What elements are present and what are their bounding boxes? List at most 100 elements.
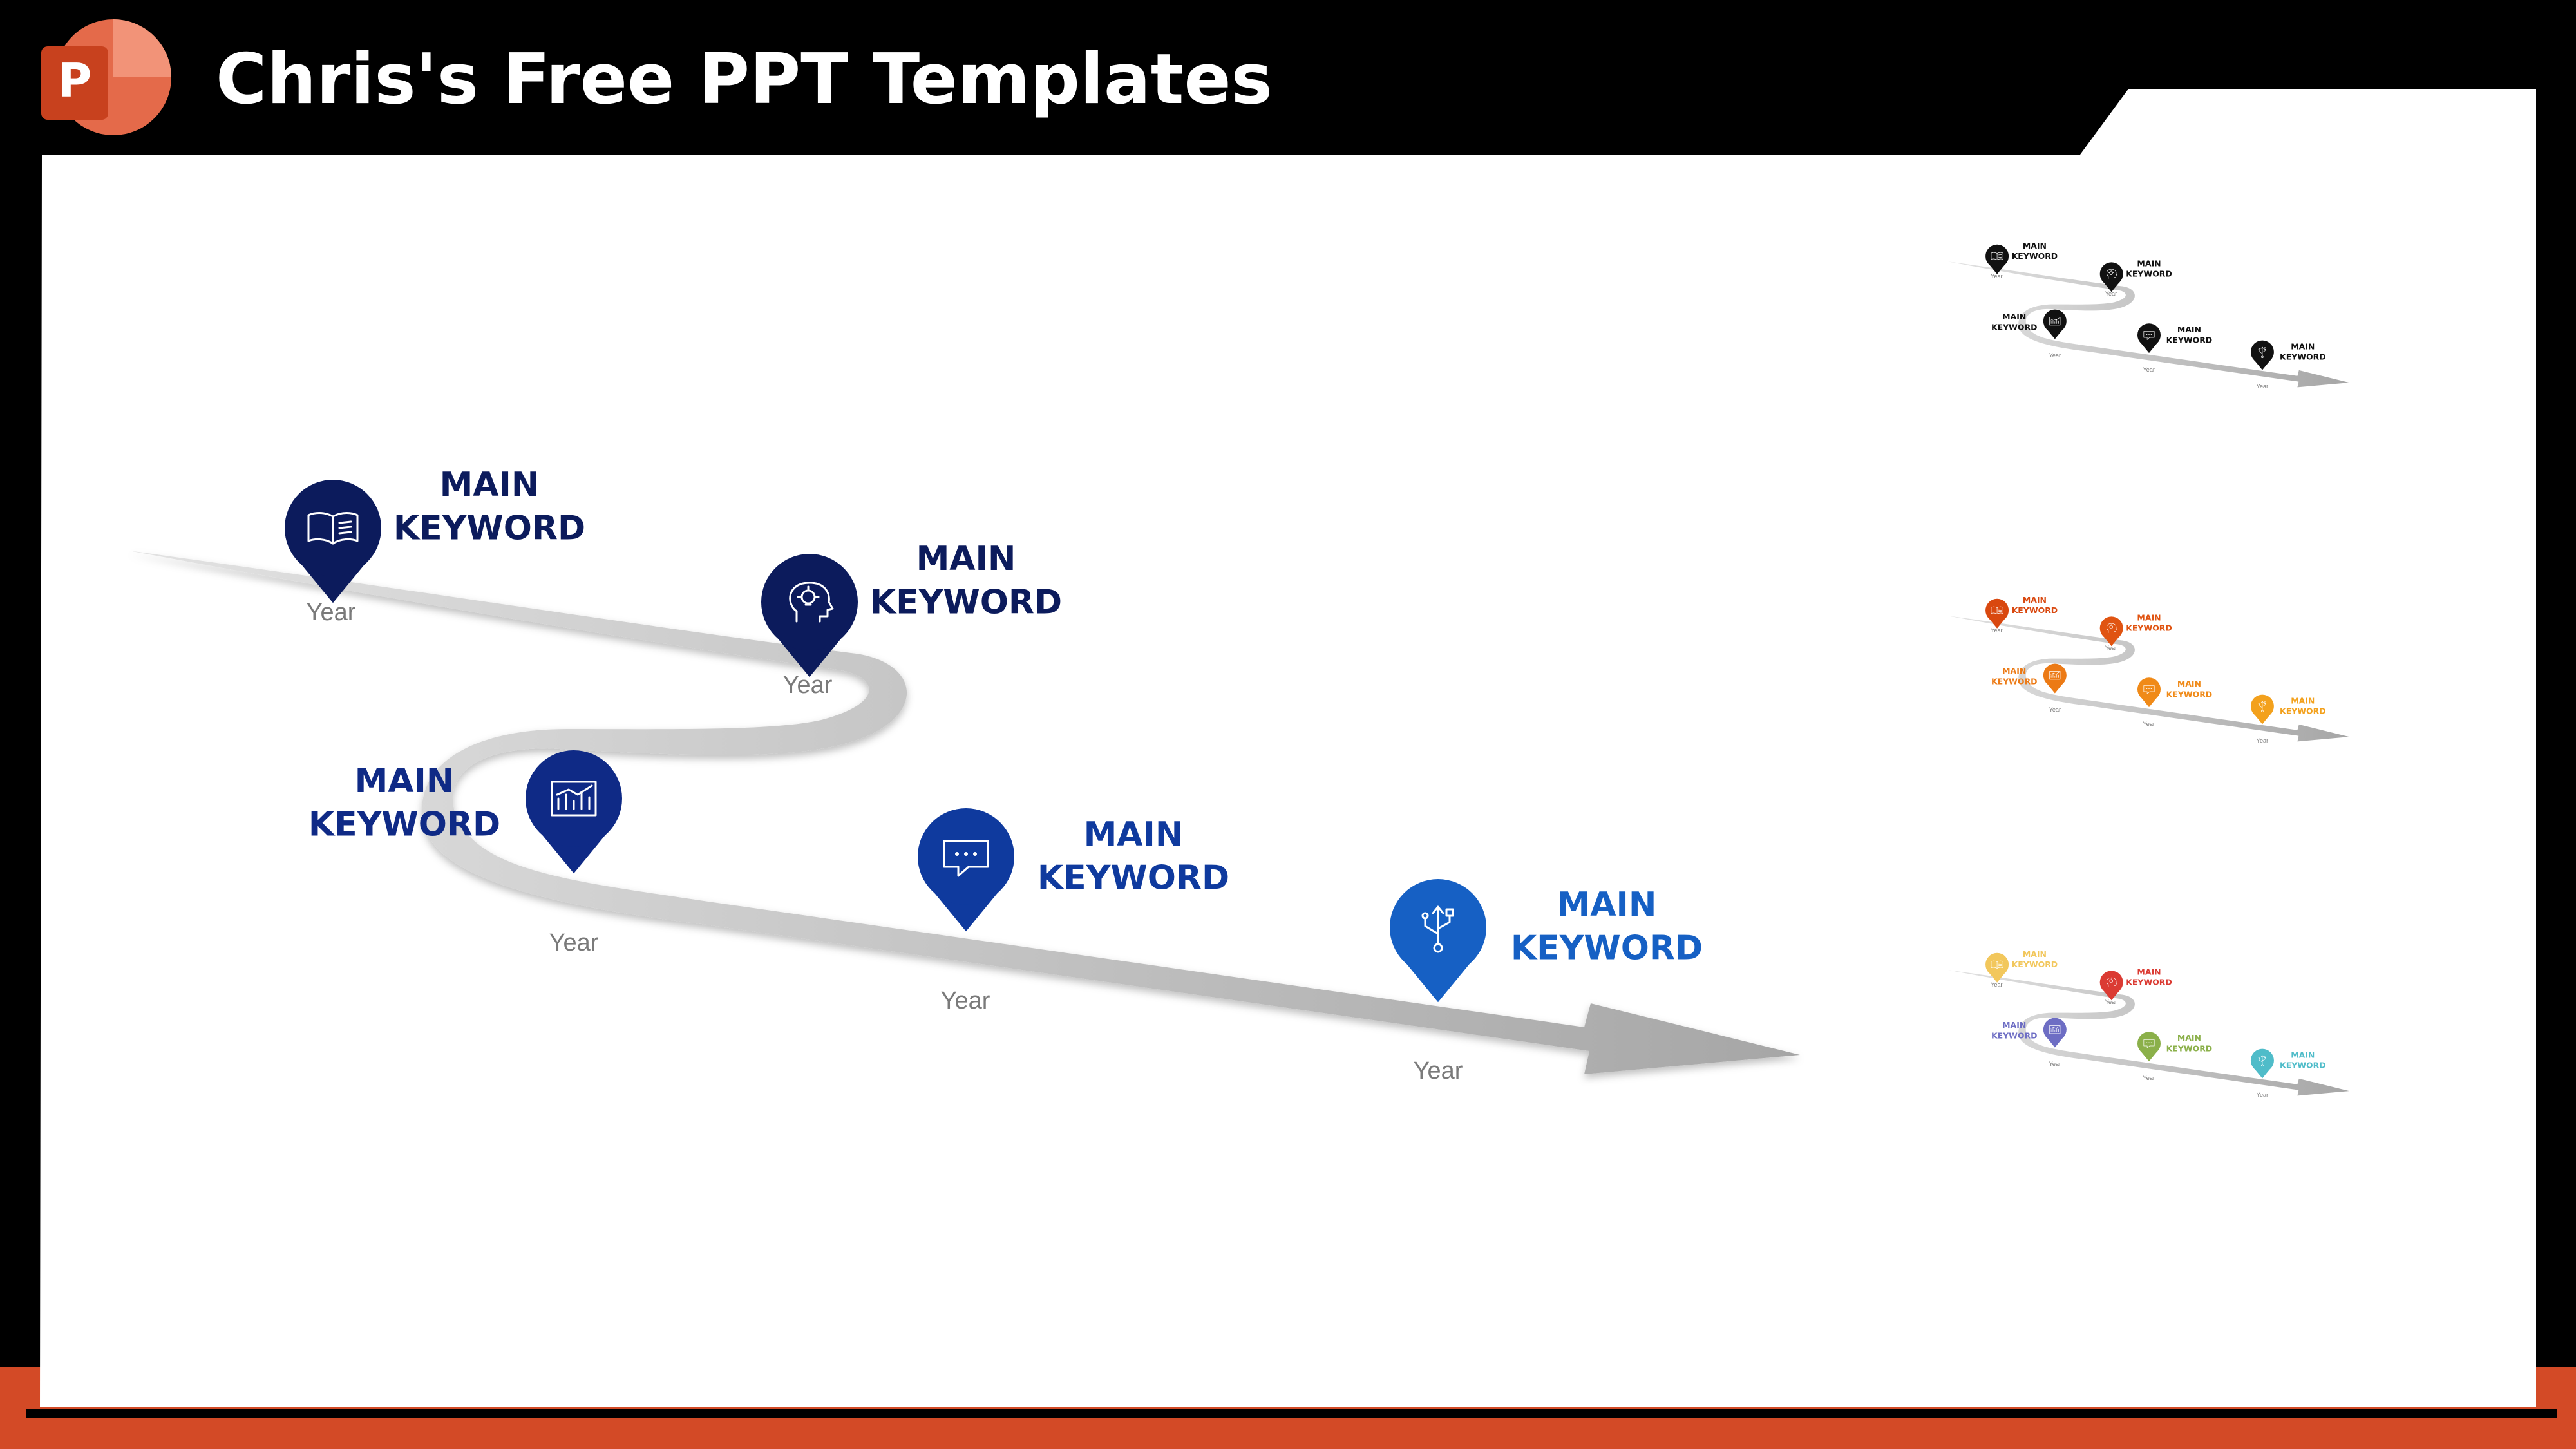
- variant-black-year-3: Year: [2049, 352, 2061, 359]
- variant-black-year-4: Year: [2143, 366, 2155, 373]
- main-year-4: Year: [941, 987, 990, 1014]
- variant-multicolor-keyword-line1-5: MAIN: [2291, 1050, 2315, 1059]
- variant-orange-pin-head-2: [2099, 616, 2123, 640]
- variant-black: MAINKEYWORDYearMAINKEYWORDYearMAINKEYWOR…: [1948, 241, 2349, 390]
- page-title: Chris's Free PPT Templates: [216, 39, 1273, 120]
- book-icon: [1991, 960, 2003, 969]
- variant-black-keyword-line1-4: MAIN: [2177, 325, 2201, 334]
- variant-black-keyword-line1-5: MAIN: [2291, 341, 2315, 351]
- variant-multicolor-keyword-line2-3: KEYWORD: [1991, 1030, 2038, 1040]
- variant-orange-keyword-line2-4: KEYWORD: [2166, 689, 2213, 699]
- variant-orange-year-5: Year: [2257, 737, 2268, 744]
- variant-multicolor-keyword-line1-3: MAIN: [2002, 1020, 2026, 1030]
- main-keyword-line1-3: MAIN: [355, 762, 455, 800]
- variant-multicolor-pin-head-2: [2099, 971, 2123, 994]
- main-keyword-line2-5: KEYWORD: [1511, 929, 1703, 968]
- chat-bubble-icon: [2143, 685, 2155, 694]
- variant-orange-keyword-line1-3: MAIN: [2002, 666, 2026, 676]
- variant-multicolor-year-3: Year: [2049, 1061, 2061, 1067]
- variant-orange: MAINKEYWORDYearMAINKEYWORDYearMAINKEYWOR…: [1948, 595, 2349, 744]
- main-year-1: Year: [307, 599, 356, 626]
- main-keyword-line2-3: KEYWORD: [308, 806, 500, 844]
- main-year-3: Year: [549, 929, 599, 956]
- variant-multicolor-year-2: Year: [2105, 999, 2117, 1005]
- variant-multicolor-year-1: Year: [1991, 981, 2002, 988]
- chart-board-icon: [2049, 671, 2061, 680]
- variant-orange-keyword-line2-3: KEYWORD: [1991, 676, 2038, 686]
- variant-multicolor-year-4: Year: [2143, 1075, 2155, 1081]
- variant-orange-keyword-line2-1: KEYWORD: [2012, 605, 2058, 615]
- variant-multicolor-keyword-line1-4: MAIN: [2177, 1033, 2201, 1043]
- main-year-2: Year: [783, 672, 833, 699]
- book-icon: [1991, 606, 2003, 614]
- chat-bubble-icon: [2143, 331, 2155, 340]
- variant-black-keyword-line1-3: MAIN: [2002, 312, 2026, 321]
- main-pin-head-2: [761, 554, 858, 650]
- variant-orange-keyword-line1-1: MAIN: [2023, 595, 2047, 605]
- lightbulb-head-icon: [2107, 623, 2117, 633]
- variant-multicolor-pin-head-4: [2137, 1032, 2161, 1056]
- chat-bubble-icon: [943, 840, 989, 877]
- variant-multicolor-keyword-line2-5: KEYWORD: [2280, 1061, 2326, 1070]
- variant-black-pin-head-2: [2099, 262, 2123, 286]
- lightbulb-head-icon: [789, 582, 834, 623]
- variant-orange-year-4: Year: [2143, 721, 2155, 727]
- variant-orange-keyword-line2-2: KEYWORD: [2126, 623, 2172, 633]
- lightbulb-head-icon: [2107, 977, 2117, 987]
- variant-multicolor-keyword-line2-1: KEYWORD: [2012, 960, 2058, 969]
- usb-icon: [2258, 346, 2266, 359]
- main-keyword-line2-1: KEYWORD: [393, 509, 585, 548]
- variant-orange-keyword-line1-4: MAIN: [2177, 679, 2201, 688]
- main-pin-head-4: [918, 808, 1014, 905]
- powerpoint-logo-icon: P: [41, 19, 171, 135]
- usb-icon: [1421, 905, 1454, 953]
- variant-multicolor-keyword-line2-4: KEYWORD: [2166, 1043, 2213, 1053]
- variant-multicolor-year-5: Year: [2257, 1092, 2268, 1098]
- bottom-black-strip: [26, 1409, 2557, 1418]
- variant-multicolor: MAINKEYWORDYearMAINKEYWORDYearMAINKEYWOR…: [1948, 949, 2349, 1098]
- variant-black-pin-head-4: [2137, 323, 2161, 347]
- main-pin-head-3: [526, 750, 622, 847]
- variant-black-keyword-line2-2: KEYWORD: [2126, 269, 2172, 279]
- variant-orange-year-1: Year: [1991, 627, 2002, 634]
- variant-orange-keyword-line1-5: MAIN: [2291, 696, 2315, 705]
- variant-multicolor-milestone-5: MAIN KEYWORD Year: [2250, 1048, 2326, 1098]
- variant-black-keyword-line2-5: KEYWORD: [2280, 352, 2326, 362]
- variant-orange-pin-head-3: [2043, 663, 2067, 687]
- main-keyword-line1-2: MAIN: [916, 540, 1016, 578]
- main-keyword-line1-5: MAIN: [1557, 886, 1657, 924]
- variant-orange-keyword-line2-5: KEYWORD: [2280, 706, 2326, 716]
- main-year-5: Year: [1414, 1057, 1463, 1084]
- variant-black-year-1: Year: [1991, 273, 2002, 279]
- variant-orange-year-2: Year: [2105, 645, 2117, 651]
- variant-multicolor-keyword-line1-2: MAIN: [2137, 967, 2161, 976]
- variant-thumbnails: MAINKEYWORDYearMAINKEYWORDYearMAINKEYWOR…: [1948, 241, 2349, 1098]
- chat-bubble-icon: [2143, 1039, 2155, 1048]
- content-canvas: [40, 89, 2536, 1407]
- main-keyword-line2-4: KEYWORD: [1037, 859, 1229, 898]
- variant-black-keyword-line1-1: MAIN: [2023, 241, 2047, 251]
- chart-board-icon: [551, 781, 597, 817]
- variant-black-year-2: Year: [2105, 290, 2117, 297]
- main-milestone-3: MAIN KEYWORD Year: [308, 750, 622, 956]
- variant-multicolor-keyword-line2-2: KEYWORD: [2126, 978, 2172, 987]
- variant-orange-keyword-line1-2: MAIN: [2137, 612, 2161, 622]
- book-icon: [1991, 252, 2003, 260]
- variant-orange-pin-head-4: [2137, 677, 2161, 701]
